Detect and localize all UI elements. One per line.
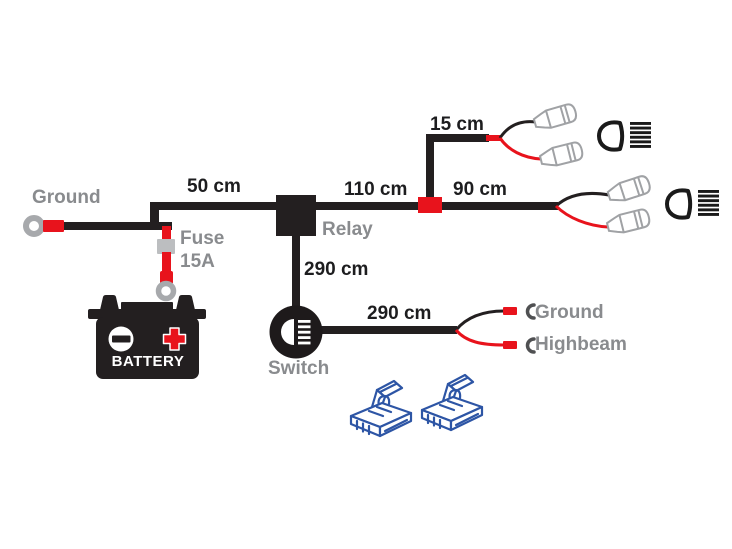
hook-terminal-icon (503, 303, 536, 320)
fog-lamp-icon (597, 120, 651, 152)
wire-tap-icon (420, 373, 484, 432)
switch-icon (269, 305, 323, 359)
spade-connector-icon (605, 208, 651, 234)
ring-terminal-icon (23, 215, 64, 237)
tap-split-wires (454, 309, 505, 347)
fuse-rating-label: 15A (180, 251, 215, 272)
lamp-left-split-wires (486, 120, 542, 161)
length-110cm-label: 110 cm (344, 179, 408, 200)
switch-label: Switch (268, 358, 330, 379)
highbeam-label: Highbeam (535, 334, 627, 355)
relay-label: Relay (322, 219, 373, 240)
battery-plus-icon (162, 327, 187, 351)
length-50cm-label: 50 cm (187, 176, 241, 197)
length-290cm-taps-label: 290 cm (367, 303, 432, 324)
fuse-label: Fuse (180, 228, 225, 249)
harness-wires (58, 134, 558, 334)
spade-connector-icon (606, 175, 651, 202)
ground-right-label: Ground (535, 302, 604, 323)
battery-label: BATTERY (111, 353, 185, 370)
battery-minus-icon (108, 326, 134, 352)
length-90cm-label: 90 cm (453, 179, 507, 200)
hook-terminal-icon (503, 337, 536, 354)
battery-icon (88, 295, 206, 379)
spade-connector-icon (532, 103, 578, 129)
fog-lamp-icon (665, 188, 719, 220)
spade-connector-icon (538, 141, 584, 167)
lamp-right-split-wires (554, 191, 610, 229)
ground-left-label: Ground (32, 187, 101, 208)
wire-tap-icon (349, 379, 413, 438)
relay-box (276, 195, 316, 236)
length-15cm-label: 15 cm (430, 114, 484, 135)
length-290cm-switch-label: 290 cm (304, 259, 369, 280)
fuse-icon (155, 226, 177, 302)
junction-block (418, 197, 442, 213)
